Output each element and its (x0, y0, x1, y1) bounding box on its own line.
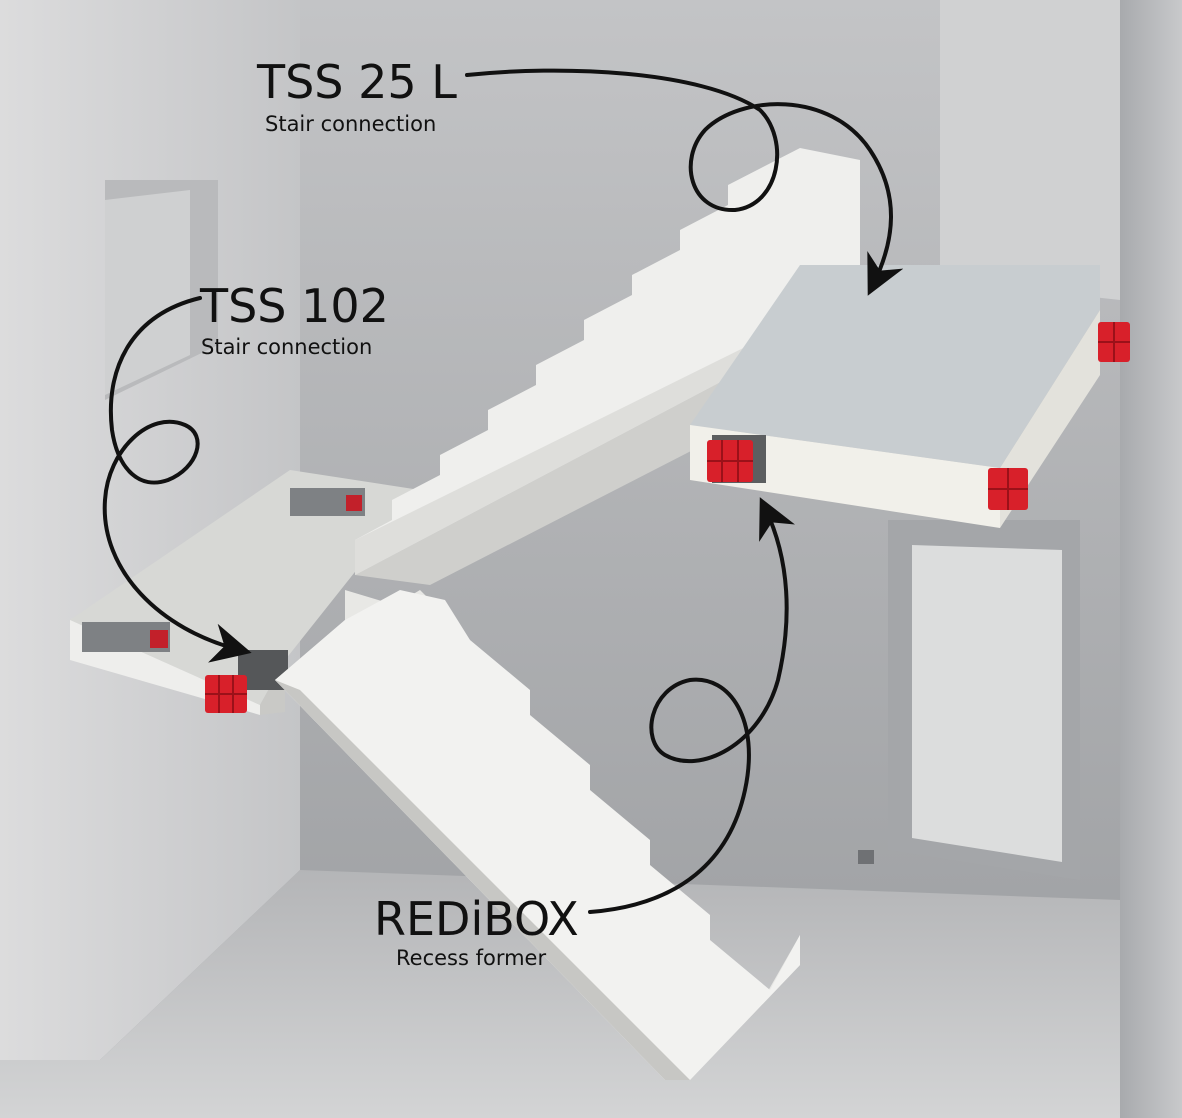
wall-socket (858, 850, 874, 864)
left-window-opening (105, 190, 190, 395)
upper-flight-steps (355, 148, 860, 575)
tss102-connector-red (150, 630, 168, 648)
callout-title: REDiBOX (374, 892, 579, 946)
callout-tss102: TSS 102 Stair connection (199, 279, 389, 359)
upper-flight-underside (355, 340, 800, 585)
callout-subtitle: Stair connection (201, 335, 372, 359)
upper-landing (690, 265, 1130, 528)
callout-redibox: REDiBOX Recess former (374, 892, 579, 970)
upper-right-wall (940, 0, 1120, 300)
left-wall (0, 0, 300, 1060)
callout-subtitle: Recess former (396, 946, 546, 970)
tss102-connector-red (346, 495, 362, 511)
callout-subtitle: Stair connection (265, 112, 436, 136)
lower-flight-steps (275, 590, 800, 1080)
upper-landing-front (690, 425, 1000, 528)
upper-landing-top (690, 265, 1100, 468)
lower-flight (275, 590, 800, 1080)
callout-title: TSS 25 L (256, 55, 457, 109)
callout-title: TSS 102 (199, 279, 389, 333)
upper-flight (355, 148, 860, 585)
upper-flight-side (355, 320, 800, 575)
right-window-opening (912, 545, 1062, 862)
right-wall (1120, 0, 1182, 1118)
floor (0, 870, 1120, 1118)
callout-arrows (102, 68, 904, 914)
lower-landing (70, 470, 420, 715)
tss102-arrow (102, 296, 252, 663)
tss25l-arrow (465, 68, 904, 296)
lower-flight-underside (275, 680, 690, 1080)
redibox-arrow (588, 497, 796, 914)
callout-tss25l: TSS 25 L Stair connection (256, 55, 457, 136)
